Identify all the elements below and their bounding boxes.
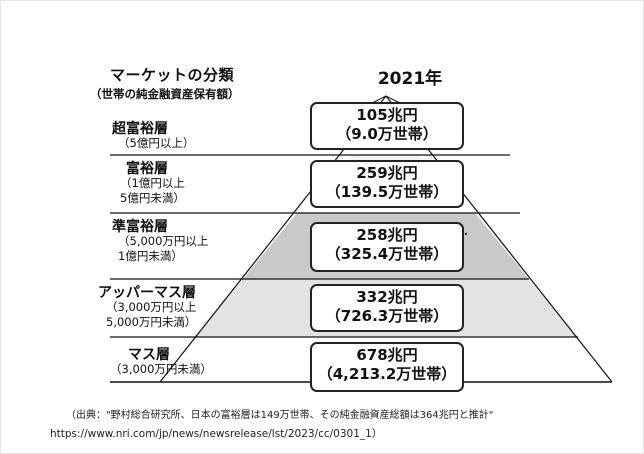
year-label: 2021年 <box>377 69 443 89</box>
tier-range-mass: （3,000万円未満） <box>110 362 212 376</box>
amount-semi-wealthy: 258兆円 <box>356 226 418 244</box>
market-classification-subtitle: （世帯の純金融資産保有額） <box>90 87 240 101</box>
value-box-semi-wealthy: 258兆円 （325.4万世帯） <box>310 222 464 272</box>
households-semi-wealthy: （325.4万世帯） <box>325 245 449 263</box>
value-box-mass: 678兆円 （4,213.2万世帯） <box>310 342 464 392</box>
value-box-ultra-wealthy: 105兆円 （9.0万世帯） <box>310 102 464 150</box>
households-mass: （4,213.2万世帯） <box>317 365 457 383</box>
amount-upper-mass: 332兆円 <box>356 288 418 306</box>
households-wealthy: （139.5万世帯） <box>325 183 449 201</box>
value-box-wealthy: 259兆円 （139.5万世帯） <box>310 160 464 208</box>
tier-range-wealthy: （1億円以上 5億円未満） <box>120 176 185 205</box>
amount-wealthy: 259兆円 <box>356 164 418 182</box>
tier-name-upper-mass: アッパーマス層 <box>98 285 196 301</box>
tier-name-wealthy: 富裕層 <box>126 161 168 177</box>
tier-name-mass: マス層 <box>128 347 170 363</box>
tier-name-ultra-wealthy: 超富裕層 <box>112 121 168 137</box>
source-citation: （出典："野村総合研究所、日本の富裕層は149万世帯、その純金融資産総額は364… <box>66 410 494 421</box>
value-box-upper-mass: 332兆円 （726.3万世帯） <box>310 284 464 332</box>
source-url: https://www.nri.com/jp/news/newsrelease/… <box>50 428 383 440</box>
tier-name-semi-wealthy: 準富裕層 <box>112 219 168 235</box>
households-upper-mass: （726.3万世帯） <box>325 307 449 325</box>
tier-range-semi-wealthy: （5,000万円以上 1億円未満） <box>118 234 209 263</box>
households-ultra-wealthy: （9.0万世帯） <box>336 125 438 143</box>
tier-range-ultra-wealthy: （5億円以上） <box>118 136 195 150</box>
dot-mark <box>464 232 468 236</box>
tier-range-upper-mass: （3,000万円以上 5,000万円未満） <box>106 300 197 329</box>
amount-ultra-wealthy: 105兆円 <box>356 106 418 124</box>
market-classification-title: マーケットの分類 <box>110 66 235 84</box>
amount-mass: 678兆円 <box>356 346 418 364</box>
